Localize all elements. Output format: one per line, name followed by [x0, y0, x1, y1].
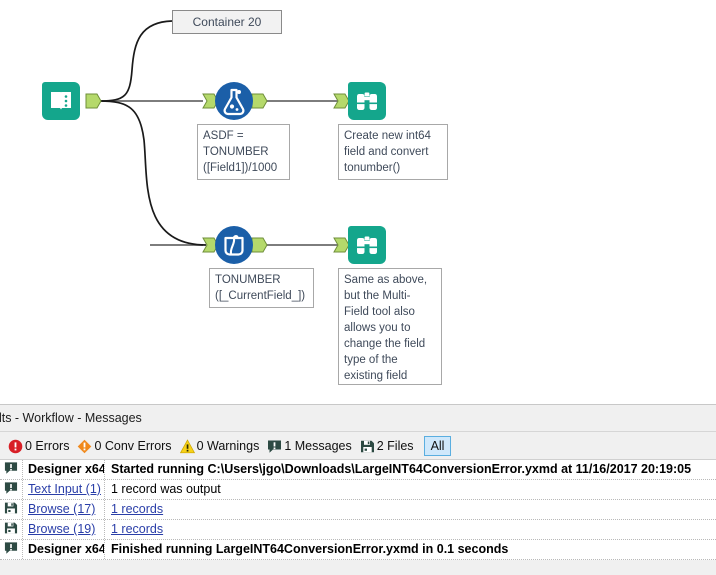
row-tool-cell[interactable]: Text Input (1)	[23, 480, 105, 499]
status-errors[interactable]: 0 Errors	[8, 435, 69, 457]
status-conv-errors[interactable]: 0 Conv Errors	[77, 435, 172, 457]
container-label[interactable]: Container 20	[172, 10, 282, 34]
messages-grid[interactable]: Designer x64 Started running C:\Users\jg…	[0, 460, 716, 575]
status-conv-errors-label: 0 Conv Errors	[94, 439, 172, 453]
multi-field-formula-tool[interactable]	[215, 226, 253, 264]
files-icon	[360, 439, 375, 454]
row-message-cell: Finished running LargeINT64ConversionErr…	[111, 542, 509, 556]
binoculars-icon	[357, 92, 377, 110]
row-message-cell[interactable]: 1 records	[105, 500, 716, 519]
message-icon	[267, 439, 282, 454]
error-icon	[8, 439, 23, 454]
text-input-tool[interactable]	[42, 82, 80, 120]
row-icon-cell	[0, 480, 23, 499]
conv-error-icon	[77, 439, 92, 454]
row-tool-cell[interactable]: Browse (17)	[23, 500, 105, 519]
table-row[interactable]: Text Input (1) 1 record was output	[0, 480, 716, 500]
row-message-cell[interactable]: 1 records	[105, 520, 716, 539]
status-warnings-label: 0 Warnings	[196, 439, 260, 453]
tool-link[interactable]: Browse (17)	[28, 502, 96, 516]
warning-icon	[179, 438, 195, 454]
beaker-icon	[224, 235, 244, 256]
results-pane-title-text: ults - Workflow - Messages	[0, 411, 142, 425]
results-pane-title: ults - Workflow - Messages	[0, 405, 716, 432]
filter-all-button[interactable]: All	[423, 436, 452, 456]
status-messages[interactable]: 1 Messages	[267, 435, 352, 457]
status-errors-label: 0 Errors	[25, 439, 70, 453]
message-icon	[4, 541, 18, 558]
formula-tool-body	[215, 82, 253, 120]
row-icon-cell	[0, 540, 23, 559]
annotation-multifield[interactable]: TONUMBER ([_CurrentField_])	[209, 268, 314, 308]
files-icon	[4, 521, 18, 538]
status-files-label: 2 Files	[376, 439, 414, 453]
annotation-browse-bottom[interactable]: Same as above, but the Multi- Field tool…	[338, 268, 442, 385]
table-row[interactable]: Browse (17) 1 records	[0, 500, 716, 520]
multi-field-formula-tool-body	[215, 226, 253, 264]
row-tool-cell: Designer x64	[23, 460, 105, 479]
row-icon-cell	[0, 520, 23, 539]
browse-tool-top[interactable]	[348, 82, 386, 120]
text-input-tool-body	[42, 82, 80, 120]
workflow-canvas[interactable]: Container 20	[0, 0, 716, 404]
annotation-browse-top[interactable]: Create new int64 field and convert tonum…	[338, 124, 448, 180]
records-link[interactable]: 1 records	[111, 502, 164, 516]
table-row[interactable]: Designer x64 Started running C:\Users\jg…	[0, 460, 716, 480]
browse-tool-top-body	[348, 82, 386, 120]
records-link[interactable]: 1 records	[111, 522, 164, 536]
binoculars-icon	[357, 236, 377, 254]
results-pane: ults - Workflow - Messages 0 Errors	[0, 404, 716, 575]
results-toolbar[interactable]: 0 Errors 0 Conv Errors	[0, 433, 716, 460]
flask-icon	[223, 88, 245, 116]
status-warnings[interactable]: 0 Warnings	[179, 435, 260, 457]
grid-empty-area	[0, 560, 716, 575]
tool-link[interactable]: Text Input (1)	[28, 482, 101, 496]
message-icon	[4, 461, 18, 478]
files-icon	[4, 501, 18, 518]
status-files[interactable]: 2 Files	[360, 435, 414, 457]
row-icon-cell	[0, 460, 23, 479]
table-row[interactable]: Designer x64 Finished running LargeINT64…	[0, 540, 716, 560]
status-messages-label: 1 Messages	[284, 439, 352, 453]
browse-tool-bottom-body	[348, 226, 386, 264]
row-message-cell: 1 record was output	[111, 482, 221, 496]
row-tool-cell[interactable]: Browse (19)	[23, 520, 105, 539]
row-tool-cell: Designer x64	[23, 540, 105, 559]
book-icon	[51, 92, 71, 110]
tool-link[interactable]: Browse (19)	[28, 522, 96, 536]
row-icon-cell	[0, 500, 23, 519]
annotation-formula[interactable]: ASDF = TONUMBER ([Field1])/1000	[197, 124, 290, 180]
message-icon	[4, 481, 18, 498]
table-row[interactable]: Browse (19) 1 records	[0, 520, 716, 540]
row-message-cell: Started running C:\Users\jgo\Downloads\L…	[111, 462, 692, 476]
formula-tool[interactable]	[215, 82, 253, 120]
browse-tool-bottom[interactable]	[348, 226, 386, 264]
